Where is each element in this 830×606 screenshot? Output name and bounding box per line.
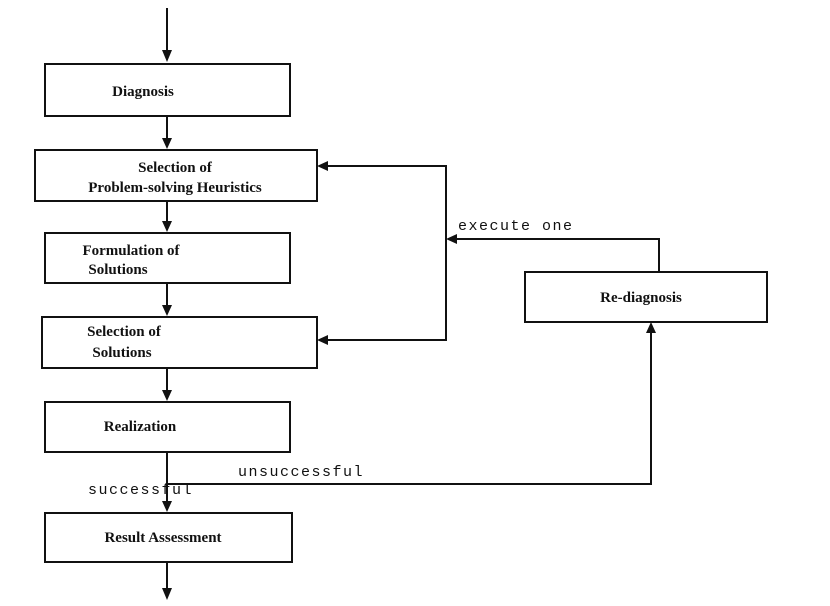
exit-arrowhead — [162, 588, 172, 600]
feedback-bus — [322, 165, 447, 341]
arrowhead-back-to-heuristics — [317, 161, 328, 171]
successful-label: successful — [88, 482, 193, 499]
arrowhead-execute-one — [446, 234, 457, 244]
realization-label: Realization — [104, 419, 177, 435]
selection-solutions-label-line2: Solutions — [92, 345, 151, 361]
execute-one-label: execute one — [458, 218, 574, 235]
arrowhead-selection-solutions — [162, 305, 172, 316]
selection-heuristics-box — [34, 149, 318, 202]
result-assessment-label: Result Assessment — [104, 530, 221, 546]
formulation-label-line1: Formulation of — [82, 243, 180, 259]
realization-box — [44, 401, 291, 453]
selection-solutions-label-line1: Selection of — [87, 324, 162, 340]
arrowhead-rediagnosis — [646, 322, 656, 333]
arrowhead-realization — [162, 390, 172, 401]
rediagnosis-label: Re-diagnosis — [600, 290, 682, 306]
formulation-box — [44, 232, 291, 284]
result-assessment-box — [44, 512, 293, 563]
rediagnosis-box — [524, 271, 768, 323]
selection-heuristics-label-line2: Problem-solving Heuristics — [88, 180, 262, 196]
entry-arrowhead — [162, 50, 172, 62]
formulation-label-line2: Solutions — [88, 262, 147, 278]
diagnosis-label: Diagnosis — [112, 84, 174, 100]
arrowhead-assessment — [162, 501, 172, 512]
arrowhead-heuristics — [162, 138, 172, 149]
unsuccessful-label: unsuccessful — [238, 464, 364, 481]
selection-heuristics-label-line1: Selection of — [138, 160, 213, 176]
arrowhead-back-to-solutions — [317, 335, 328, 345]
execute-one-path — [452, 238, 660, 272]
selection-solutions-box — [41, 316, 318, 369]
unsuccessful-feedback-path — [167, 327, 652, 485]
arrowhead-formulation — [162, 221, 172, 232]
